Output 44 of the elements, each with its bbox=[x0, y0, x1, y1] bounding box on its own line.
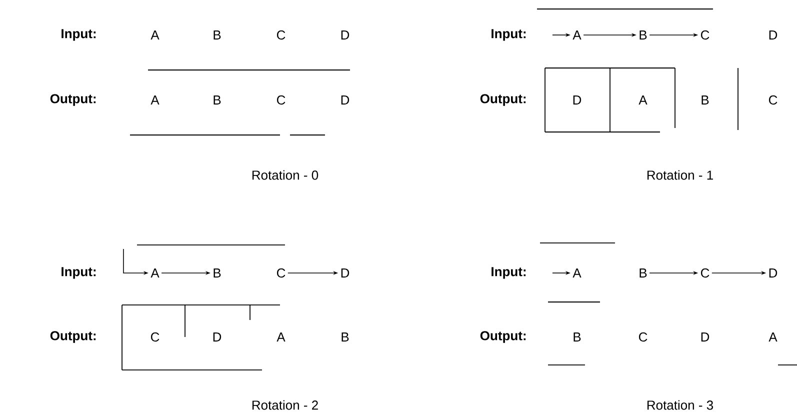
letter: A bbox=[150, 96, 160, 104]
letter: B bbox=[342, 332, 349, 342]
letter: A bbox=[768, 332, 778, 342]
letter: A bbox=[150, 30, 160, 40]
letter: D bbox=[701, 332, 710, 342]
letter: D bbox=[341, 268, 350, 278]
letter: B bbox=[640, 268, 647, 278]
letter: B bbox=[214, 268, 221, 278]
letter: B bbox=[702, 96, 709, 104]
letter: D bbox=[341, 96, 350, 104]
letter: D bbox=[573, 96, 582, 104]
letter: C bbox=[700, 30, 710, 40]
row-label: Input: bbox=[62, 267, 96, 279]
letter: A bbox=[572, 30, 582, 40]
row-label: Input: bbox=[492, 29, 526, 41]
caption: Rotation - 0 bbox=[252, 170, 318, 180]
caption: Rotation - 2 bbox=[252, 400, 318, 410]
letter: D bbox=[341, 30, 350, 40]
letter: B bbox=[214, 30, 221, 40]
letter: D bbox=[213, 332, 222, 342]
row-label: Output: bbox=[50, 94, 96, 106]
row-label: Output: bbox=[480, 94, 526, 106]
letter: C bbox=[638, 332, 648, 342]
caption: Rotation - 1 bbox=[647, 170, 713, 180]
letter: C bbox=[768, 95, 778, 105]
letter: A bbox=[150, 268, 160, 278]
letter: C bbox=[276, 95, 286, 105]
row-label: Output: bbox=[480, 331, 526, 343]
row-label: Output: bbox=[50, 331, 96, 343]
letter: A bbox=[276, 332, 286, 342]
letter: A bbox=[572, 268, 582, 278]
letter: C bbox=[700, 268, 710, 278]
letter: D bbox=[769, 30, 778, 40]
row-label: Input: bbox=[62, 29, 96, 41]
row-label: Input: bbox=[492, 267, 526, 279]
letter: D bbox=[769, 268, 778, 278]
letter: B bbox=[574, 332, 581, 342]
letter: B bbox=[214, 96, 221, 104]
letter: C bbox=[276, 30, 286, 40]
letter: C bbox=[276, 268, 286, 278]
letter: C bbox=[150, 332, 160, 342]
letter: B bbox=[640, 30, 647, 40]
caption: Rotation - 3 bbox=[647, 400, 714, 410]
letter: A bbox=[638, 96, 648, 104]
